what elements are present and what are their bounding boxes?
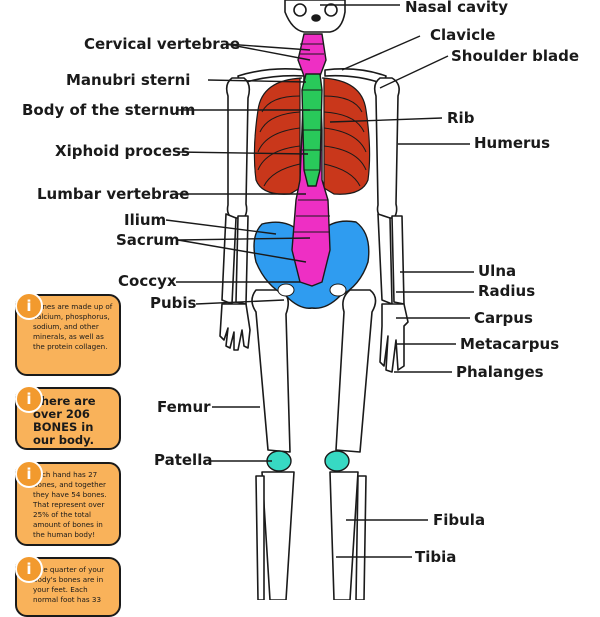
- label-tibia: Tibia: [415, 548, 457, 566]
- label-shoulder-blade: Shoulder blade: [451, 47, 580, 65]
- label-sacrum: Sacrum: [116, 231, 180, 249]
- label-pubis: Pubis: [150, 294, 197, 312]
- label-ulna: Ulna: [478, 262, 517, 280]
- fact-text: Each hand has 27 bones, and together the…: [33, 470, 107, 539]
- femur-right: [335, 289, 377, 453]
- fibula-right: [355, 475, 367, 600]
- tibia-right: [329, 471, 359, 600]
- leader-lines: [165, 4, 474, 558]
- label-ilium: Ilium: [124, 211, 167, 229]
- fact-box-bone-count: i There are over 206 BONES in our body.: [15, 385, 121, 450]
- label-xiphoid-process: Xiphoid process: [55, 142, 190, 160]
- fact-box-minerals: i Bones are made up of calcium, phosphor…: [15, 292, 121, 376]
- humerus-right: [373, 77, 400, 219]
- info-icon: i: [15, 385, 43, 413]
- info-icon: i: [15, 460, 43, 488]
- label-manubri-sterni: Manubri sterni: [66, 71, 191, 89]
- fact-box-feet: i One quarter of your body's bones are i…: [15, 555, 121, 617]
- label-femur: Femur: [157, 398, 211, 416]
- label-body-of-sternum: Body of the sternum: [22, 101, 196, 119]
- fact-box-hands: i Each hand has 27 bones, and together t…: [15, 460, 121, 546]
- label-phalanges: Phalanges: [456, 363, 544, 381]
- fact-text: There are over 206 BONES in our body.: [33, 394, 96, 447]
- label-rib: Rib: [447, 109, 475, 127]
- fact-text: Bones are made up of calcium, phosphorus…: [33, 302, 113, 351]
- label-fibula: Fibula: [433, 511, 486, 529]
- label-nasal-cavity: Nasal cavity: [405, 0, 508, 16]
- label-clavicle: Clavicle: [430, 26, 496, 44]
- forearm-right: [377, 213, 393, 305]
- patella-right: [324, 450, 350, 472]
- hand-right: [379, 303, 409, 373]
- humerus-left: [225, 77, 251, 219]
- label-metacarpus: Metacarpus: [460, 335, 560, 353]
- fibula-left: [255, 475, 265, 600]
- nasal-cavity: [311, 14, 321, 22]
- femur-left: [251, 289, 291, 453]
- label-radius: Radius: [478, 282, 536, 300]
- hand-left: [219, 303, 251, 351]
- skeleton-diagram: [165, 0, 474, 600]
- label-patella: Patella: [154, 451, 213, 469]
- ribs: [253, 77, 371, 195]
- label-cervical-vertebrae: Cervical vertebrae: [84, 35, 240, 53]
- info-icon: i: [15, 555, 43, 583]
- label-carpus: Carpus: [474, 309, 533, 327]
- label-lumbar-vertebrae: Lumbar vertebrae: [37, 185, 190, 203]
- label-humerus: Humerus: [474, 134, 551, 152]
- label-coccyx: Coccyx: [118, 272, 177, 290]
- tibia-left: [261, 471, 295, 600]
- info-icon: i: [15, 292, 43, 320]
